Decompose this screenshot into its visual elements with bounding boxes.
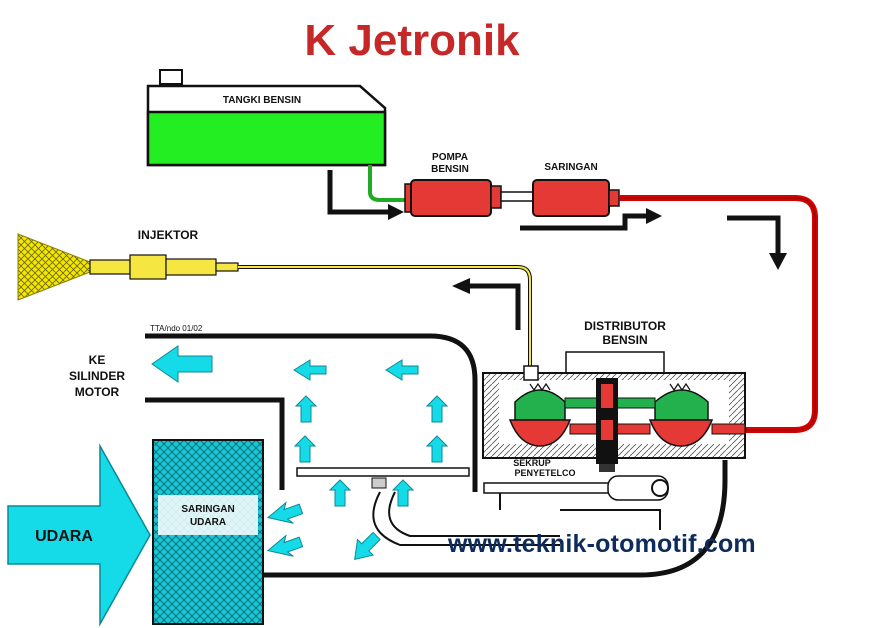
- injector-line: [238, 265, 532, 368]
- air-filter-label-line1: SARINGAN: [181, 504, 234, 515]
- cylinder-label-line3: MOTOR: [75, 385, 120, 399]
- fuel-distributor: [482, 351, 746, 472]
- air-flow-arrows: [266, 359, 449, 560]
- injector-label: INJEKTOR: [138, 228, 199, 242]
- air-filter-label-line2: UDARA: [190, 517, 226, 528]
- cylinder-label-line2: SILINDER: [69, 369, 125, 383]
- sensor-block: [371, 477, 387, 489]
- adjust-screw-label-line2: PENYETELCO: [514, 468, 575, 478]
- pump-filter-connector: [500, 191, 534, 202]
- tank-label: TANGKI BENSIN: [223, 95, 301, 106]
- fuel-supply-line: [619, 195, 818, 433]
- flow-arrow-filter: [520, 213, 648, 231]
- air-inlet-arrow: [7, 443, 151, 627]
- flow-arrow-down: [727, 215, 781, 255]
- adjust-screw-label-line1: SEKRUP: [513, 458, 551, 468]
- fuel-filter: [532, 179, 620, 217]
- lever-arm: [483, 475, 669, 501]
- air-meter-housing: [263, 460, 728, 578]
- air-label: UDARA: [35, 528, 93, 545]
- injector: [89, 254, 239, 280]
- air-flow-plate: [296, 467, 470, 477]
- flow-arrow-tank: [327, 170, 390, 215]
- filter-label: SARINGAN: [544, 162, 597, 173]
- cylinder-label-line1: KE: [89, 353, 106, 367]
- distributor-label-line2: BENSIN: [602, 333, 647, 347]
- fuel-tank: [146, 69, 387, 167]
- page-title: K Jetronik: [304, 16, 520, 65]
- pump-label-line2: BENSIN: [431, 164, 469, 175]
- tank-outlet-line: [368, 165, 410, 202]
- flow-arrow-injector: [468, 283, 521, 330]
- fuel-pump: [404, 179, 502, 217]
- pump-label-line1: POMPA: [432, 152, 468, 163]
- distributor-label-line1: DISTRIBUTOR: [584, 319, 666, 333]
- air-to-cylinder-arrow: [151, 345, 213, 383]
- drawing-ref: TTA/ndo 01/02: [150, 324, 203, 333]
- injector-spray: [17, 233, 91, 301]
- watermark-url: www.teknik-otomotif.com: [448, 530, 756, 558]
